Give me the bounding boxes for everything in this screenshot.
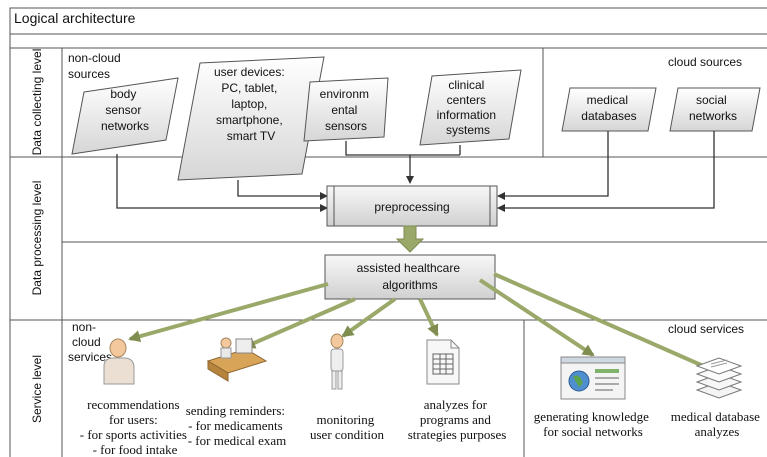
spreadsheet-icon xyxy=(426,339,460,385)
service-arrows xyxy=(128,272,728,378)
svg-text:environm ental sen: environm ental sensors xyxy=(320,87,373,133)
lane-label-collecting: Data collecting level xyxy=(30,49,44,156)
svg-text:medical databases: medical databases xyxy=(581,93,636,123)
source-env-sensors: environm ental sensors xyxy=(303,77,389,142)
lane-label-service: Service level xyxy=(30,355,44,423)
person-icon xyxy=(103,338,135,385)
svg-text:assisted healthcare algo: assisted healthcare algorithms xyxy=(357,261,464,292)
service-recommendations: recommendations for users: - for sports … xyxy=(80,397,190,457)
svg-text:user devices: PC, tablet: user devices: PC, tablet, laptop, smartp… xyxy=(214,65,288,143)
svg-text:body sensor networ: body sensor networks xyxy=(101,87,149,133)
service-knowledge: generating knowledge for social networks xyxy=(534,409,652,439)
frame xyxy=(9,7,767,457)
svg-text:social networks: social networks xyxy=(689,93,737,123)
service-reminders: sending reminders: - for medicaments - f… xyxy=(186,403,289,448)
preprocessing-box: preprocessing xyxy=(326,185,498,227)
service-db-analyzes: medical database analyzes xyxy=(671,409,763,439)
non-cloud-sources-label: non-cloud sources xyxy=(68,51,124,81)
standing-person-icon xyxy=(330,333,344,390)
diagram-title: Logical architecture xyxy=(14,10,136,26)
source-connectors xyxy=(116,131,715,212)
non-cloud-services-label: non- cloud services xyxy=(68,320,112,364)
cloud-sources-label: cloud sources xyxy=(668,55,742,69)
source-user-devices: user devices: PC, tablet, laptop, smartp… xyxy=(177,56,325,181)
source-social-networks: social networks xyxy=(669,87,761,132)
browser-globe-icon xyxy=(560,356,626,400)
document-stack-icon xyxy=(695,357,743,399)
source-clinical-systems: clinical centers information systems xyxy=(419,69,522,146)
algorithms-box: assisted healthcare algorithms xyxy=(324,254,496,300)
svg-text:clinical centers i: clinical centers information systems xyxy=(437,78,500,137)
svg-text:preprocessing: preprocessing xyxy=(374,200,449,214)
flow-arrow-down xyxy=(395,225,425,253)
service-analyzes: analyzes for programs and strategies pur… xyxy=(408,397,507,442)
lane-label-processing: Data processing level xyxy=(30,181,44,296)
service-monitoring: monitoring user condition xyxy=(310,412,385,442)
cloud-services-label: cloud services xyxy=(668,322,744,336)
source-body-sensor: body sensor networks xyxy=(71,77,179,155)
desk-worker-icon xyxy=(206,337,268,382)
source-medical-databases: medical databases xyxy=(561,87,657,132)
